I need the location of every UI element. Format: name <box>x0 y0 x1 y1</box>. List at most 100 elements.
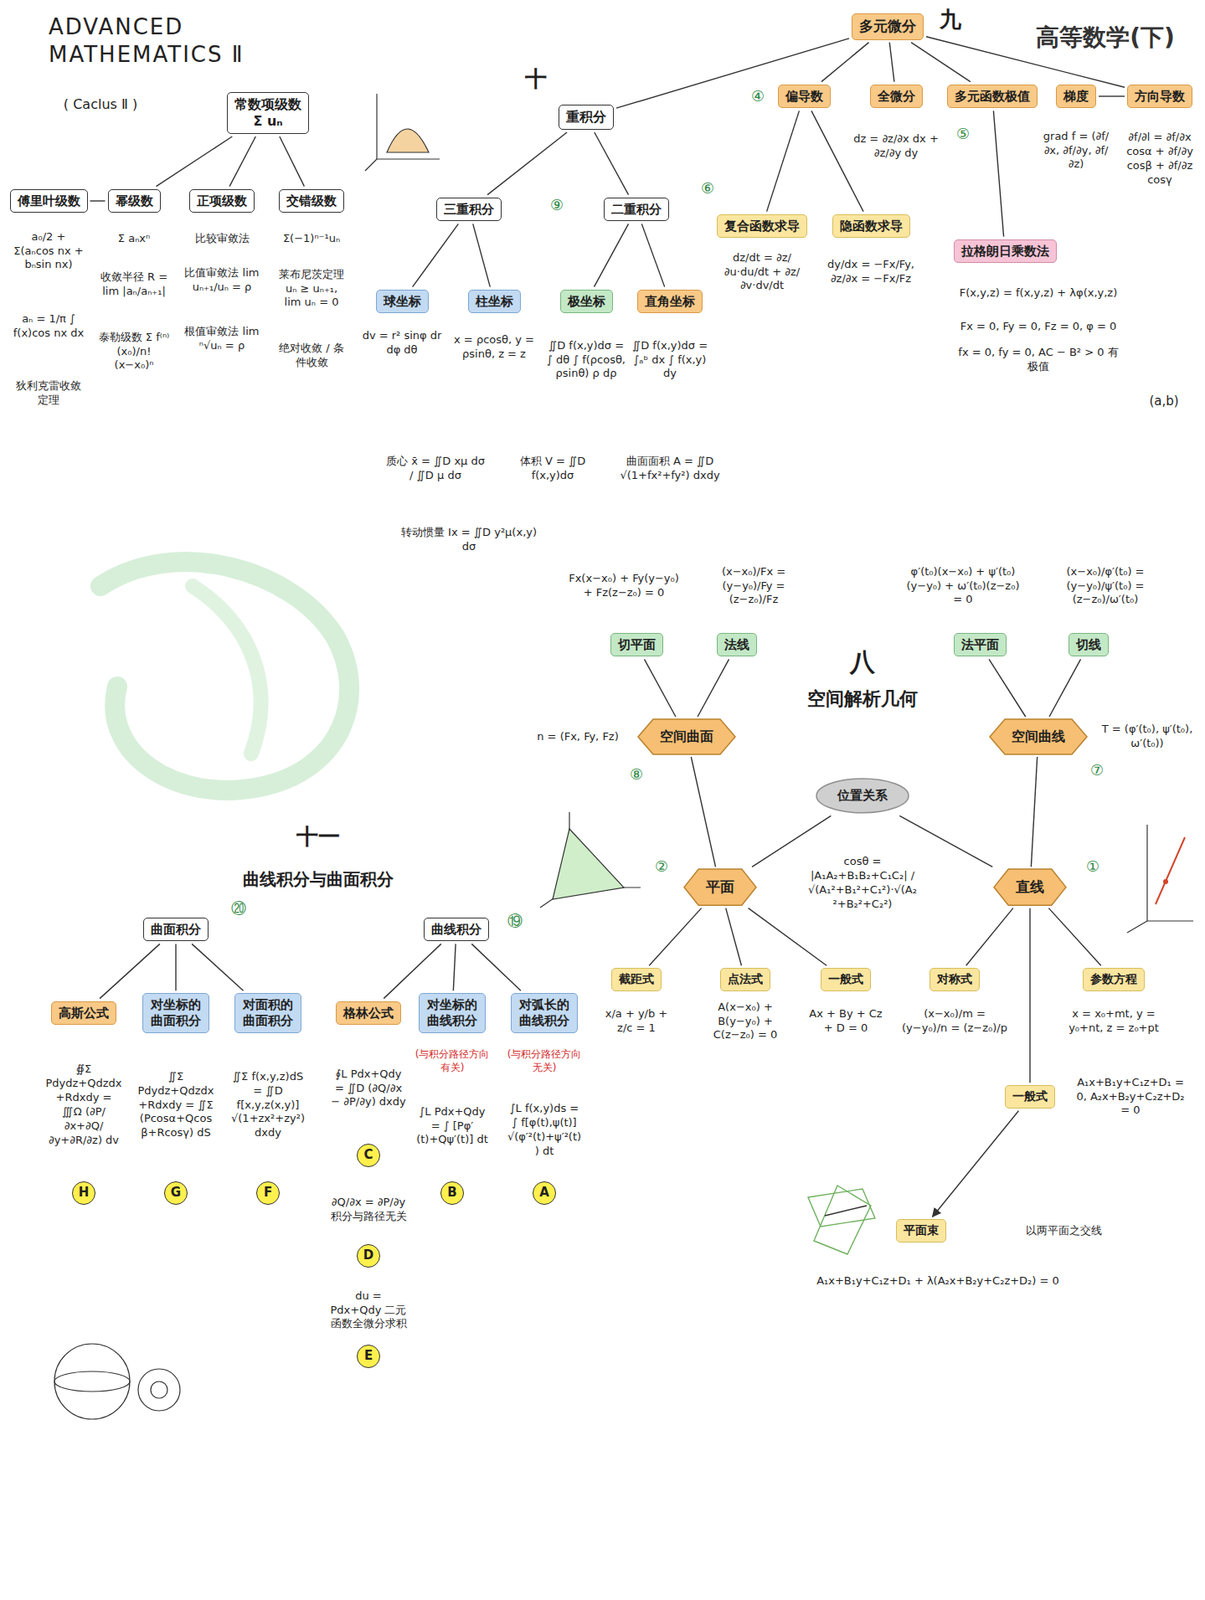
connector-line <box>821 42 870 83</box>
letter-circle: B <box>440 1181 464 1205</box>
node-text: 柱坐标 <box>475 293 514 310</box>
connector-line <box>175 943 176 991</box>
node-text: 多元微分 <box>859 17 917 36</box>
node-text: 法平面 <box>961 637 1000 654</box>
axis-line <box>1146 824 1148 922</box>
node-text: 全微分 <box>877 88 916 105</box>
hexagon-shape <box>684 869 757 906</box>
formula-label: 狄利克雷收敛定理 <box>12 379 85 408</box>
chapter-heading: 八 <box>849 645 876 679</box>
formula-label: φ′(t₀)(x−x₀) + ψ′(t₀)(y−y₀) + ω′(t₀)(z−z… <box>904 565 1022 608</box>
formula-label: A₁x+B₁y+C₁z+D₁ = 0, A₂x+B₂y+C₂z+D₂ = 0 <box>1071 1076 1190 1119</box>
formula-label: dz/dt = ∂z/∂u·du/dt + ∂z/∂v·dv/dt <box>714 251 811 294</box>
axis-line <box>1147 920 1194 922</box>
topic-highlight: 高斯公式 <box>51 1001 117 1026</box>
type-highlight: 球坐标 <box>375 289 429 315</box>
node-text: E <box>357 1345 380 1367</box>
connector-line <box>99 943 160 999</box>
node-text: 梯度 <box>1063 88 1089 105</box>
callout-number: ⑲ <box>507 911 523 931</box>
node-text: G <box>164 1182 187 1204</box>
connector-line <box>751 815 831 867</box>
formula-label: ∫L f(x,y)ds = ∫ f[φ(t),ψ(t)] √(φ′²(t)+ψ′… <box>505 1102 583 1159</box>
result-highlight: 法平面 <box>953 633 1007 658</box>
node-text: 切线 <box>1076 637 1102 654</box>
node-text: 正项级数 <box>196 193 248 210</box>
node-text: 方向导数 <box>1134 88 1185 105</box>
formula-label: Σ(−1)ⁿ⁻¹uₙ <box>275 231 348 247</box>
formula-label: ( Caclus Ⅱ ) <box>63 96 138 114</box>
topic-box: 曲线积分 <box>423 917 490 943</box>
topic-box: 常数项级数Σ uₙ <box>226 92 309 134</box>
formula-label: grad f = (∂f/∂x, ∂f/∂y, ∂f/∂z) <box>1042 129 1110 173</box>
formula-label: dz = ∂z/∂x dx + ∂z/∂y dy <box>849 132 943 161</box>
node-text: 多元函数极值 <box>954 88 1030 105</box>
formula-label: ∬D f(x,y)dσ = ∫ₐᵇ dx ∫ f(x,y) dy <box>629 339 711 382</box>
topic-highlight: 全微分 <box>870 84 923 109</box>
node-text: 截距式 <box>618 972 654 988</box>
formula-label: ∬Σ f(x,y,z)dS = ∬D f[x,y,z(x,y)] √(1+zx²… <box>229 1070 307 1141</box>
node-text: B <box>441 1182 464 1204</box>
connector-line <box>648 908 701 967</box>
formula-label: (x−x₀)/φ′(t₀) = (y−y₀)/ψ′(t₀) = (z−z₀)/ω… <box>1046 565 1164 608</box>
node-text: 空间曲线 <box>1011 728 1066 746</box>
topic-box: 正项级数 <box>189 189 255 214</box>
topic-box: 重积分 <box>558 104 614 130</box>
formula-label: 比较审敛法 <box>184 231 260 247</box>
chapter-heading: 十一 <box>296 823 340 852</box>
node-text: 偏导数 <box>785 88 824 105</box>
formula-label: (a,b) <box>1148 393 1179 411</box>
node-text: 空间曲面 <box>659 728 714 746</box>
connector-line <box>748 908 828 967</box>
connector-line <box>811 110 864 212</box>
node-text: 三重积分 <box>443 201 495 218</box>
node-text: 高斯公式 <box>58 1005 109 1022</box>
node-text: 二重积分 <box>611 201 662 218</box>
watermark-stroke <box>100 561 350 791</box>
topic-box: 幂级数 <box>108 189 161 214</box>
hexagon-shape <box>638 719 736 755</box>
topic-highlight: 方向导数 <box>1127 84 1193 109</box>
connector-line <box>641 223 665 287</box>
plane-triangle <box>552 829 624 900</box>
connector-line <box>594 132 629 196</box>
connector-line <box>1048 908 1101 967</box>
type-highlight: 对弧长的曲线积分 <box>510 993 578 1034</box>
connector-line <box>90 200 106 201</box>
node-text: 切平面 <box>617 637 656 654</box>
result-highlight: 法线 <box>716 633 757 658</box>
callout-number: ② <box>654 856 669 876</box>
method-highlight: 点法式 <box>720 968 771 992</box>
formula-label: a₀/2 + Σ(aₙcos nx + bₙsin nx) <box>12 230 85 273</box>
note-text: (与积分路径方向有关) <box>413 1048 491 1075</box>
formula-label: 绝对收敛 / 条件收敛 <box>275 341 348 371</box>
sphere-sketch <box>54 1344 181 1420</box>
connector-line <box>726 908 742 967</box>
node-text: H <box>72 1182 95 1204</box>
node-text: 傅里叶级数 <box>17 193 81 210</box>
formula-label: 以两平面之交线 <box>1025 1224 1103 1239</box>
method-highlight: 参数方程 <box>1082 968 1145 992</box>
note-text: (与积分路径方向无关) <box>505 1048 583 1075</box>
node-text: 直角坐标 <box>644 293 696 310</box>
plane-pencil-sketch <box>808 1185 876 1255</box>
ellipse-shape <box>816 778 909 814</box>
node-text: 直线 <box>1015 878 1045 897</box>
chapter-heading: 曲线积分与曲面积分 <box>242 868 394 891</box>
node-text: 平面束 <box>903 1223 939 1239</box>
chapter-heading: 十 <box>525 65 547 94</box>
node-text: 一般式 <box>828 972 864 988</box>
intersection-line <box>824 1205 867 1216</box>
node-text: 极坐标 <box>567 293 606 310</box>
node-text: 平面 <box>705 878 735 897</box>
type-highlight: 对面积的曲面积分 <box>234 993 302 1034</box>
chapter-hexagon: 直线 <box>993 869 1066 906</box>
plane-outline <box>808 1189 876 1227</box>
formula-label: 转动惯量 Ix = ∬D y²μ(x,y) dσ <box>397 525 541 555</box>
axis-line <box>365 159 377 171</box>
connector-line <box>1098 95 1125 97</box>
letter-circle: E <box>356 1344 381 1369</box>
node-text: 曲线积分 <box>431 921 482 938</box>
formula-label: 泰勒级数 Σ f⁽ⁿ⁾(x₀)/n! (x−x₀)ⁿ <box>96 330 172 374</box>
